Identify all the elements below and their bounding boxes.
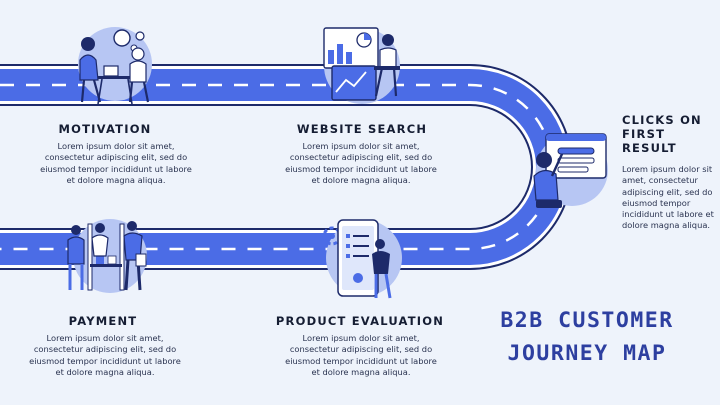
stage-title-payment: PAYMENT (68, 314, 138, 328)
stage-description-clicks-on-first-result: Lorem ipsum dolor sit amet, consectetur … (622, 164, 714, 231)
search-click-illustration (533, 133, 608, 208)
shopping-payment-illustration (67, 219, 147, 293)
page-title: B2B CUSTOMER JOURNEY MAP (500, 308, 674, 366)
stage-description-motivation: Lorem ipsum dolor sit amet, consectetur … (40, 141, 192, 185)
stage-description-website-search: Lorem ipsum dolor sit amet, consectetur … (285, 141, 437, 185)
stage-title-motivation: MOTIVATION (58, 122, 152, 136)
stage-title-product-evaluation: PRODUCT EVALUATION (275, 314, 445, 328)
meeting-illustration (78, 27, 152, 105)
stage-description-payment: Lorem ipsum dolor sit amet, consectetur … (29, 333, 181, 377)
phone-evaluation-illustration (322, 219, 402, 299)
analytics-illustration (323, 27, 400, 104)
stage-title-clicks-on-first-result: CLICKS ON FIRST RESULT (622, 113, 702, 155)
stage-title-website-search: WEBSITE SEARCH (296, 122, 428, 136)
stage-description-product-evaluation: Lorem ipsum dolor sit amet, consectetur … (285, 333, 437, 377)
